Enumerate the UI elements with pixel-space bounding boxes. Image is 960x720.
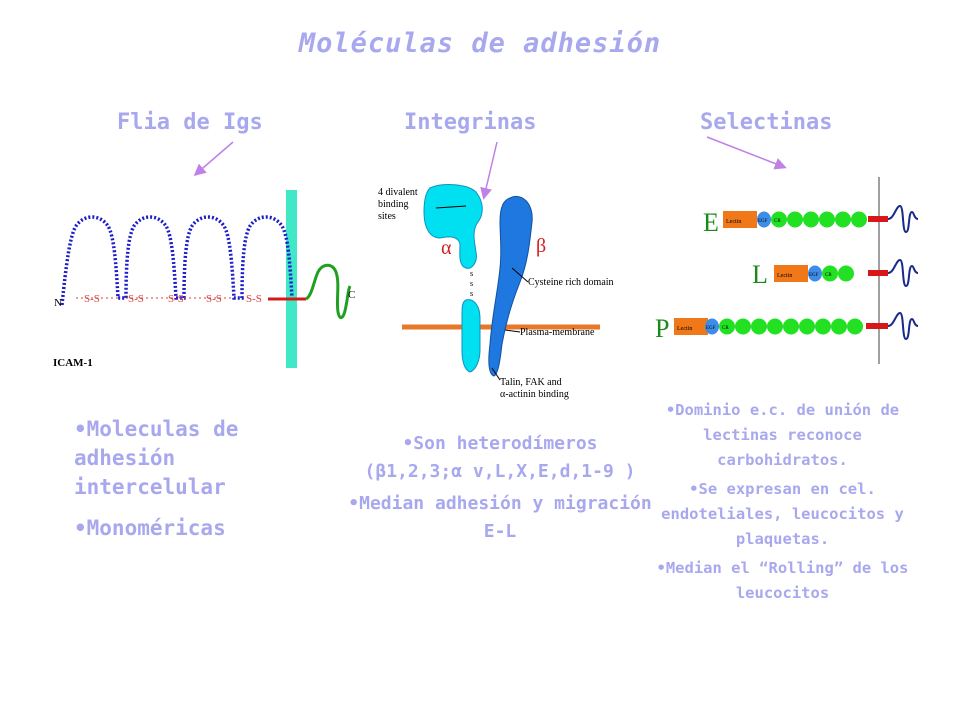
- p-egf-domain: [705, 318, 719, 335]
- p-cr-repeats: [719, 318, 863, 335]
- e-lectin-label: Lectin: [726, 219, 741, 225]
- l-lectin-domain: [774, 265, 808, 282]
- heading-selectins: Selectinas: [700, 110, 833, 135]
- e-selectin-letter: E: [703, 208, 719, 237]
- beta-subunit: [488, 196, 533, 377]
- e-egf-domain: [757, 211, 771, 228]
- e-anchor: [868, 216, 888, 222]
- p-egf-label: EGF: [706, 326, 716, 331]
- plasma-membrane-label: Plasma-membrane: [520, 327, 595, 338]
- p-cr-label: CR: [722, 326, 729, 331]
- selectins-description: •Dominio e.c. de unión de lectinas recon…: [650, 398, 915, 610]
- selectins-item-1: •Dominio e.c. de unión de lectinas recon…: [665, 401, 900, 469]
- membrane-pointer: [504, 329, 521, 333]
- alpha-subunit: [423, 184, 483, 269]
- ss-label-4: S-S: [206, 293, 222, 305]
- p-lectin-domain: [674, 318, 708, 335]
- ss-label-1: S-S: [84, 293, 100, 305]
- p-lectin-label: Lectin: [677, 326, 692, 332]
- talin-label-1: Talin, FAK and: [500, 377, 562, 388]
- p-selectin-letter: P: [655, 314, 669, 343]
- e-cr-repeats: [771, 211, 867, 228]
- e-cr-label: CR: [774, 219, 781, 224]
- ss-link-2: s: [470, 279, 473, 288]
- cysteine-label: Cysteine rich domain: [528, 277, 614, 288]
- binding-label-1: 4 divalent: [378, 187, 418, 198]
- talin-label-2: α-actinin binding: [500, 389, 569, 400]
- l-anchor: [868, 270, 888, 276]
- l-selectin-letter: L: [752, 260, 768, 289]
- l-cr-label: CR: [825, 273, 832, 278]
- igs-description: •Moleculas de adhesión intercelular •Mon…: [74, 415, 294, 555]
- integrins-item-2: •Median adhesión y migración E-L: [348, 493, 652, 542]
- l-tail: [887, 258, 919, 288]
- ss-link-3: s: [470, 289, 473, 298]
- p-tail: [887, 311, 919, 341]
- integrins-description: •Son heterodímeros (β1,2,3;α v,L,X,E,d,1…: [340, 430, 660, 550]
- beta-label: β: [536, 235, 546, 257]
- cytoplasmic-tail: [305, 263, 352, 320]
- l-egf-label: EGF: [809, 273, 819, 278]
- e-lectin-domain: [723, 211, 757, 228]
- ss-link-1: s: [470, 269, 473, 278]
- binding-label-2: binding: [378, 199, 409, 210]
- l-cr-repeats: [822, 265, 854, 282]
- l-lectin-label: Lectin: [777, 273, 792, 279]
- integrins-item-1b: (β1,2,3;α v,L,X,E,d,1-9 ): [364, 461, 636, 482]
- heading-integrins: Integrinas: [404, 110, 537, 135]
- ss-label-5: S-S: [246, 293, 262, 305]
- integrins-item-1a: •Son heterodímeros: [402, 433, 598, 454]
- slide-title: Moléculas de adhesión: [298, 28, 662, 59]
- igs-item-1: •Moleculas de adhesión intercelular: [74, 417, 239, 499]
- talin-pointer: [491, 367, 501, 381]
- ss-label-2: S-S: [128, 293, 144, 305]
- selectins-item-2: •Se expresan en cel. endoteliales, leuco…: [661, 480, 904, 548]
- e-egf-label: EGF: [758, 219, 768, 224]
- n-terminus-label: N: [54, 297, 62, 309]
- l-egf-domain: [808, 265, 822, 282]
- alpha-label: α: [441, 237, 452, 259]
- icam-label: ICAM-1: [53, 357, 93, 369]
- ss-label-3: S-S: [168, 293, 184, 305]
- binding-pointer: [435, 205, 467, 209]
- ig-loops: [60, 215, 294, 306]
- selectins-item-3: •Median el “Rolling” de los leucocitos: [656, 559, 909, 602]
- e-tail: [887, 204, 919, 234]
- binding-label-3: sites: [378, 211, 396, 222]
- heading-igs: Flia de Igs: [117, 110, 263, 135]
- c-terminus-label: C: [348, 289, 355, 301]
- alpha-lower: [461, 299, 481, 373]
- igs-item-2: •Monoméricas: [74, 516, 226, 540]
- p-anchor: [866, 323, 888, 329]
- cysteine-pointer: [511, 267, 529, 283]
